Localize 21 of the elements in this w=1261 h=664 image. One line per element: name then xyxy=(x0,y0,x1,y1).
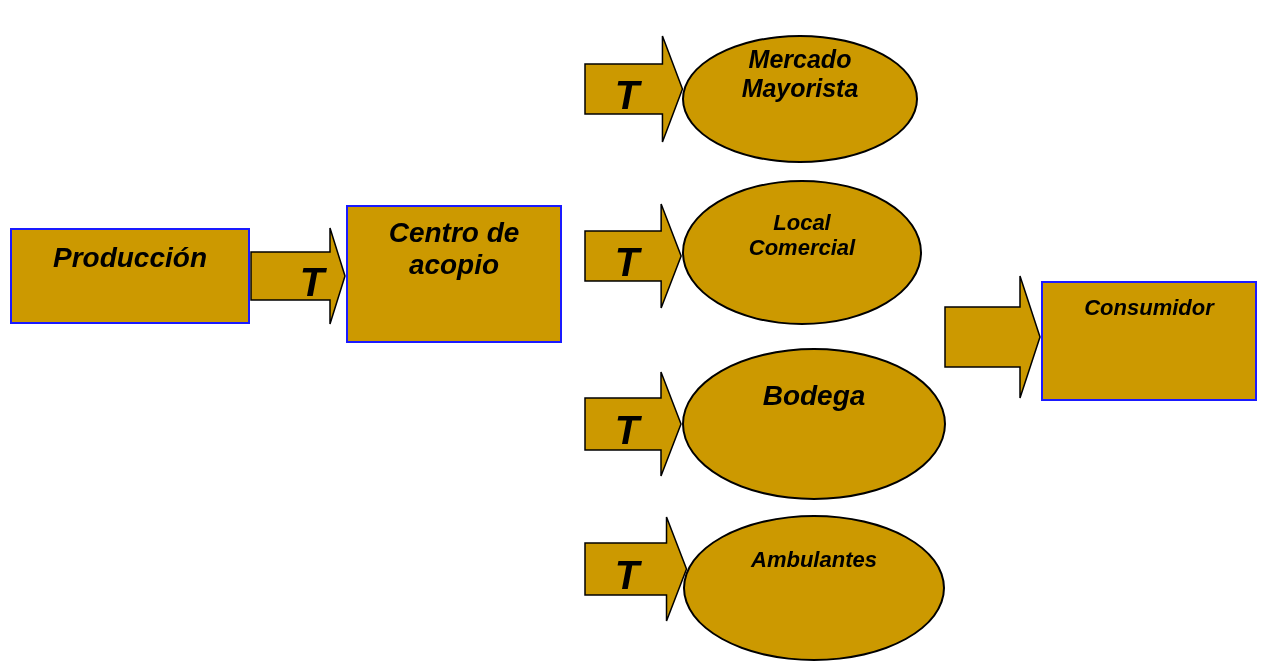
node-label: Consumidor xyxy=(1083,295,1216,321)
process-box xyxy=(10,228,250,324)
block-arrow xyxy=(584,516,688,622)
block-arrow xyxy=(584,203,682,309)
process-box xyxy=(346,205,562,343)
block-arrow xyxy=(584,371,682,477)
edge-label: T xyxy=(299,262,325,302)
edge-label: T xyxy=(614,75,640,115)
edge-label: T xyxy=(614,555,640,595)
edge-label: T xyxy=(614,410,640,450)
edge-label: T xyxy=(614,242,640,282)
node-label: Producción xyxy=(52,242,208,275)
block-arrow xyxy=(250,227,346,325)
node-label: Ambulantes xyxy=(749,547,878,573)
node-label: Bodega xyxy=(761,380,867,413)
node-label: Mercado Mayorista xyxy=(740,45,860,103)
block-arrow xyxy=(584,35,684,143)
node-label: Centro de acopio xyxy=(387,217,521,282)
node-label: Local Comercial xyxy=(747,210,857,261)
process-box xyxy=(1041,281,1257,401)
block-arrow xyxy=(944,275,1041,399)
